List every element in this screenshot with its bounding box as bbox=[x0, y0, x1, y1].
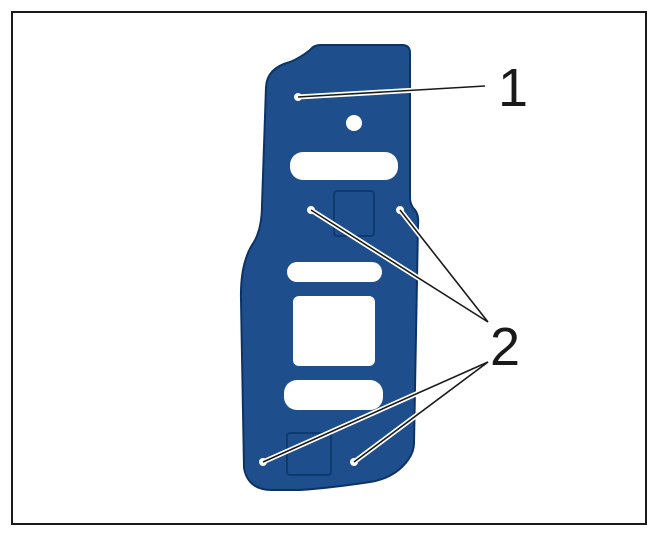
plate-slot-upper bbox=[290, 152, 398, 180]
plate-window bbox=[293, 296, 375, 366]
leader-lines-2 bbox=[261, 207, 490, 465]
plate-slot-middle bbox=[287, 262, 382, 282]
plate-small-hole bbox=[346, 115, 362, 131]
leader-line bbox=[262, 361, 489, 463]
plate-part bbox=[239, 44, 420, 491]
leader-lines-1 bbox=[297, 83, 486, 100]
leader-line bbox=[310, 209, 489, 323]
callout-label-1: 1 bbox=[498, 58, 528, 118]
leader-line bbox=[399, 209, 489, 323]
leader-line bbox=[353, 361, 489, 463]
callout-label-2: 2 bbox=[490, 317, 520, 377]
leader-line bbox=[297, 85, 486, 98]
plate-slot-lower bbox=[284, 380, 383, 410]
